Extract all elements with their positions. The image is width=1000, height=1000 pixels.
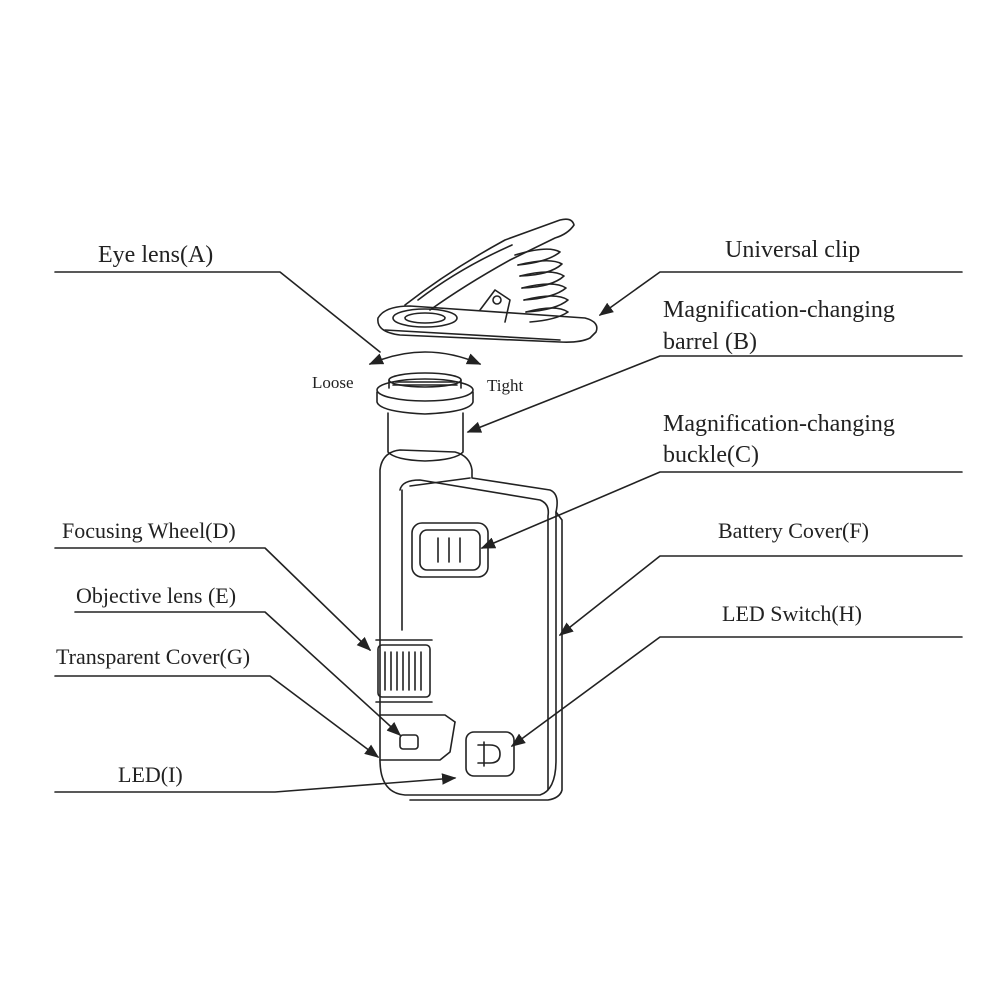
leader-led (54, 773, 457, 793)
label-objective-lens: Objective lens (E) (76, 583, 237, 608)
label-led-switch: LED Switch(H) (722, 601, 862, 626)
rotation-arrow (368, 351, 482, 365)
body-outline (379, 449, 558, 796)
label-barrel-line1: Magnification-changing (663, 297, 895, 323)
label-transparent-cover: Transparent Cover(G) (56, 644, 251, 669)
leader-eye-lens (54, 271, 381, 353)
leader-objective-lens (74, 611, 402, 736)
barrel-tube (387, 412, 464, 462)
label-buckle-line1: Magnification-changing (663, 411, 895, 437)
leader-buckle (480, 471, 963, 549)
leader-led-switch (510, 636, 963, 747)
clip-bottom-jaw (377, 305, 598, 343)
universal-clip (377, 218, 598, 343)
leader-focusing-wheel (54, 547, 372, 652)
label-universal-clip: Universal clip (725, 237, 861, 263)
label-tight: Tight (487, 376, 524, 395)
clip-hinge (479, 289, 511, 323)
label-loose: Loose (312, 373, 354, 392)
clip-top-lever (404, 218, 575, 311)
focusing-wheel (377, 644, 431, 698)
leader-universal-clip (598, 271, 963, 316)
magnification-buckle (411, 522, 489, 578)
clip-pad (392, 308, 458, 328)
label-buckle-line2: buckle(C) (663, 442, 759, 468)
leader-battery-cover (558, 555, 963, 636)
label-led: LED(I) (118, 762, 183, 787)
battery-cover (399, 479, 550, 791)
label-focusing-wheel: Focusing Wheel(D) (62, 518, 236, 543)
transparent-cover (379, 721, 456, 761)
leader-transparent-cover (54, 675, 380, 758)
leader-barrel (466, 355, 963, 433)
label-barrel-line2: barrel (B) (663, 329, 757, 355)
clip-bottom-jaw-edge (384, 329, 561, 341)
eyepiece (376, 372, 474, 462)
led-switch (465, 731, 515, 777)
label-battery-cover: Battery Cover(F) (718, 518, 869, 543)
microscope-body (375, 449, 563, 801)
objective-lens (399, 734, 419, 750)
label-eye-lens: Eye lens(A) (98, 242, 214, 268)
clip-spring (514, 248, 569, 323)
